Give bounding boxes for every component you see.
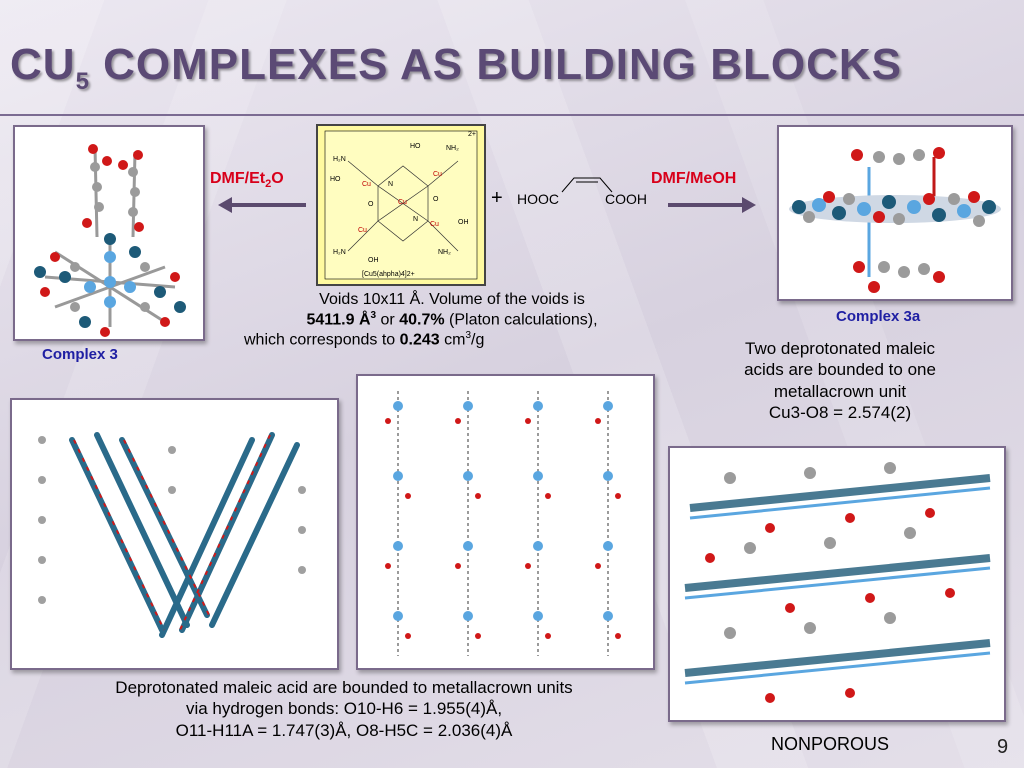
voids-text: Voids 10x11 Å. Volume of the voids is 54…: [244, 291, 598, 349]
packing-v-image: [10, 398, 339, 670]
plus-sign: +: [491, 187, 503, 209]
svg-text:N: N: [413, 216, 418, 223]
title-rule: [0, 114, 1024, 116]
svg-text:H₂N: H₂N: [333, 249, 346, 256]
scheme-formula: [Cu5(ahpha)4]2+: [362, 271, 415, 278]
right-arrow-icon: [668, 197, 756, 213]
dmf-et2o-label: DMF/Et2O: [210, 170, 284, 191]
hooc-label: HOOC: [517, 191, 559, 207]
cooh-label: COOH: [605, 191, 647, 207]
svg-text:HO: HO: [410, 143, 421, 150]
svg-text:Cu: Cu: [362, 181, 371, 188]
maleic-acid-structure: HOOC COOH: [517, 177, 647, 207]
packing-layers-image: [668, 446, 1006, 722]
svg-text:NH₂: NH₂: [446, 145, 459, 152]
complex3a-image: [777, 125, 1013, 301]
slide-title: Cu5 Complexes as building blocks: [10, 40, 903, 95]
svg-text:HO: HO: [330, 176, 341, 183]
left-arrow-icon: [218, 197, 306, 213]
hydrogen-bonds-text: Deprotonated maleic acid are bounded to …: [115, 678, 573, 740]
svg-text:H₂N: H₂N: [333, 156, 346, 163]
svg-text:Cu: Cu: [430, 221, 439, 228]
svg-text:Cu: Cu: [358, 227, 367, 234]
nonporous-label: NONPOROUS: [771, 734, 890, 754]
svg-text:N: N: [388, 181, 393, 188]
complex3-label: Complex 3: [42, 346, 118, 363]
complex3a-label: Complex 3a: [836, 308, 921, 325]
page-number: 9: [997, 736, 1009, 758]
packing-columns-image: [356, 374, 655, 670]
packing-columns-diagram: [385, 391, 621, 656]
dmf-meoh-label: DMF/MeOH: [651, 170, 737, 187]
svg-text:O: O: [433, 196, 439, 203]
complex3a-description: Two deprotonated maleic acids are bounde…: [744, 339, 936, 422]
complex3-image: [13, 125, 205, 341]
packing-v-diagram: [38, 432, 306, 638]
complex3a-molecule: [789, 147, 1001, 293]
svg-text:NH₂: NH₂: [438, 249, 451, 256]
scheme-charge: 2+: [468, 131, 476, 138]
svg-text:Cu: Cu: [398, 199, 407, 206]
svg-text:O: O: [368, 201, 374, 208]
svg-text:OH: OH: [368, 257, 379, 264]
svg-text:Cu: Cu: [433, 171, 442, 178]
complex3-molecule: [34, 144, 186, 337]
packing-layers-diagram: [684, 462, 991, 703]
svg-text:OH: OH: [458, 219, 469, 226]
